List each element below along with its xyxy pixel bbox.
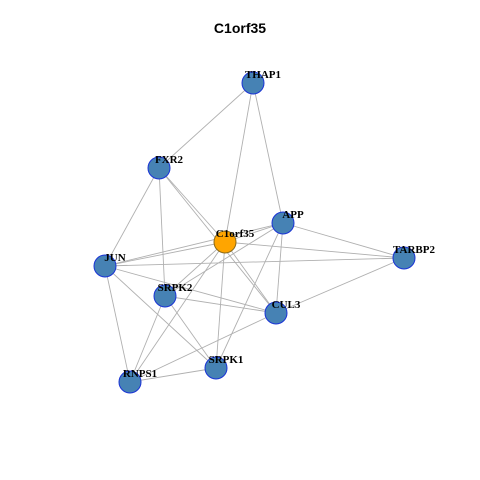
edge-app-cul3 [275,222,284,314]
node-app: APP [271,209,304,235]
node-circle-srpk2 [153,284,177,308]
edge-cul3-tarbp2 [275,257,405,314]
edge-app-jun [104,222,284,267]
node-circle-cul3 [264,301,288,325]
edge-cul3-rnps1 [129,312,277,383]
edge-jun-tarbp2 [104,257,405,267]
node-label-app: APP [282,209,304,221]
node-rnps1: RNPS1 [118,368,157,394]
node-label-c1orf35: C1orf35 [216,228,255,240]
edge-thap1-c1orf35 [224,82,254,243]
edge-srpk2-rnps1 [129,295,166,383]
node-circle-tarbp2 [392,246,416,270]
edge-thap1-fxr2 [158,82,254,169]
node-label-jun: JUN [104,252,125,264]
node-jun: JUN [93,252,126,278]
edge-jun-rnps1 [104,265,131,383]
edge-c1orf35-rnps1 [129,241,226,383]
node-label-thap1: THAP1 [245,69,281,81]
edge-jun-srpk1 [104,265,217,369]
node-circle-app [271,211,295,235]
edge-jun-cul3 [104,265,277,314]
edge-srpk2-srpk1 [164,295,217,369]
node-circle-thap1 [241,71,265,95]
node-label-srpk1: SRPK1 [209,354,244,366]
edge-fxr2-jun [104,167,160,267]
node-label-srpk2: SRPK2 [158,282,193,294]
node-srpk1: SRPK1 [204,354,244,380]
node-label-rnps1: RNPS1 [123,368,157,380]
edge-app-srpk1 [215,222,284,369]
node-label-cul3: CUL3 [272,299,301,311]
node-cul3: CUL3 [264,299,301,325]
node-tarbp2: TARBP2 [392,244,435,270]
edge-c1orf35-srpk2 [164,241,226,297]
node-circle-srpk1 [204,356,228,380]
edge-c1orf35-cul3 [224,241,277,314]
edge-srpk2-cul3 [164,295,277,314]
node-circle-rnps1 [118,370,142,394]
edge-layer [104,82,405,383]
node-fxr2: FXR2 [147,154,184,180]
edge-fxr2-srpk2 [158,167,166,297]
plot-title: C1orf35 [213,20,267,36]
node-label-fxr2: FXR2 [155,154,184,166]
edge-app-tarbp2 [282,222,405,259]
node-c1orf35: C1orf35 [213,228,255,254]
edge-fxr2-c1orf35 [158,167,226,243]
node-circle-c1orf35 [213,230,237,254]
node-circle-jun [93,254,117,278]
node-srpk2: SRPK2 [153,282,193,308]
edge-c1orf35-jun [104,241,226,267]
edge-c1orf35-tarbp2 [224,241,405,259]
edge-app-srpk2 [164,222,284,297]
edge-thap1-app [252,82,284,224]
edge-srpk1-rnps1 [129,367,217,383]
node-thap1: THAP1 [241,69,281,95]
node-circle-fxr2 [147,156,171,180]
node-label-tarbp2: TARBP2 [393,244,435,256]
